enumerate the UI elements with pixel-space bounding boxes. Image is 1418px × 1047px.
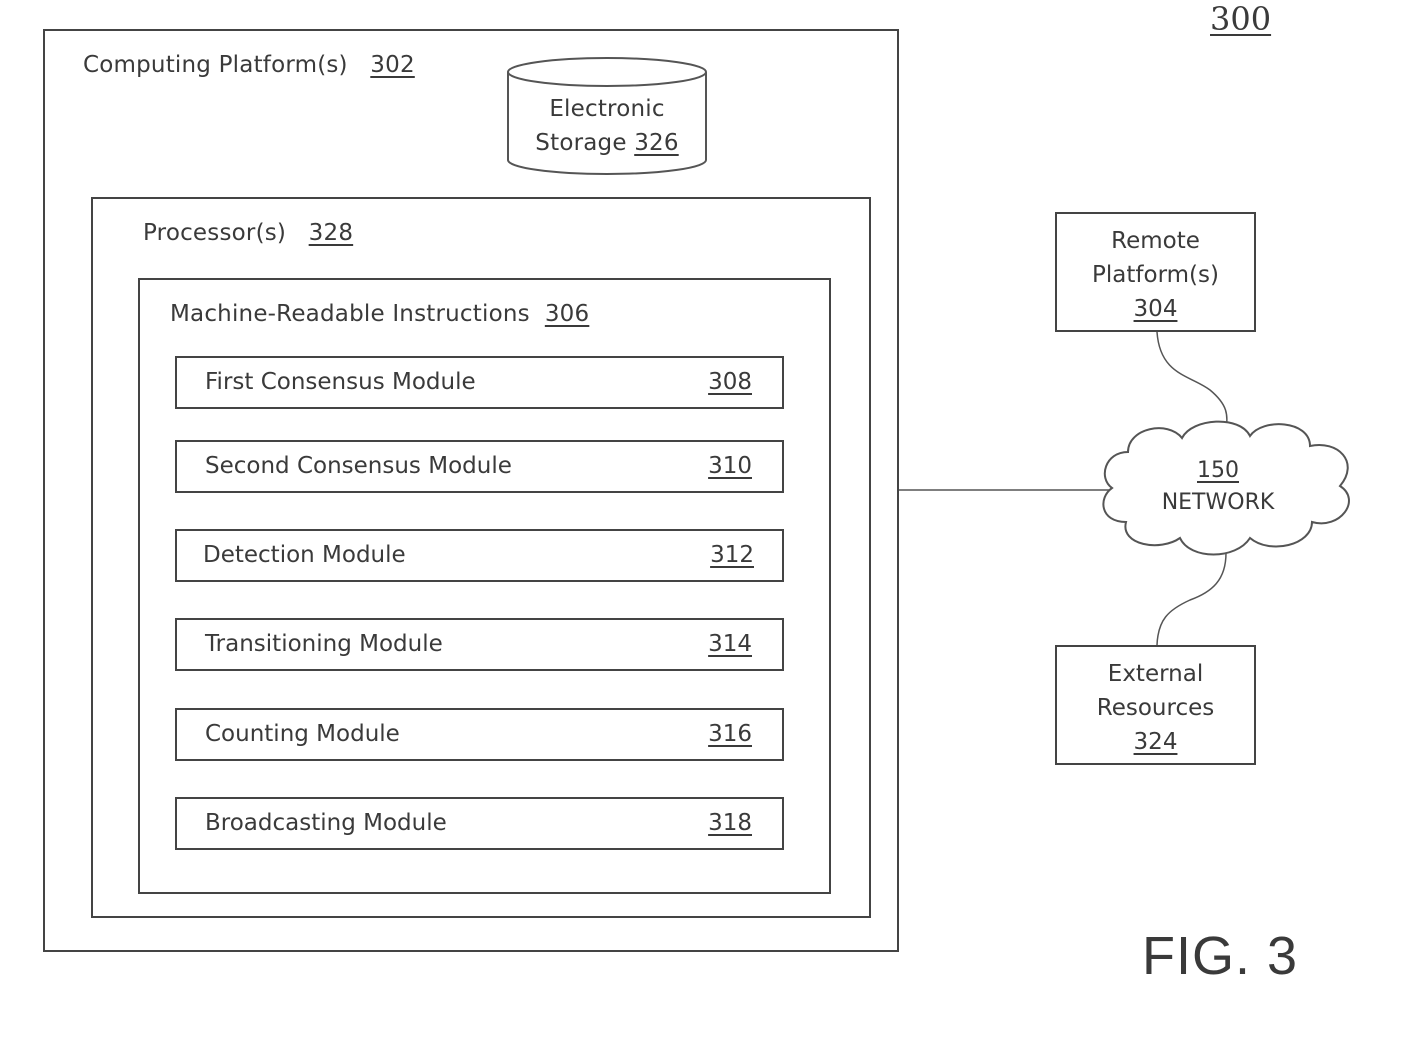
- figure-number: 300: [1210, 0, 1271, 38]
- external-resources-line1: External: [1057, 657, 1254, 691]
- module-broadcasting[interactable]: Broadcasting Module 318: [175, 797, 784, 850]
- remote-network-connector: [1157, 332, 1227, 430]
- module-ref: 314: [708, 631, 752, 657]
- network-ref: 150: [1148, 455, 1288, 487]
- network-external-connector: [1157, 553, 1226, 645]
- external-resources-box: External Resources 324: [1055, 645, 1256, 765]
- processor-title: Processor(s): [143, 220, 286, 246]
- module-ref: 308: [708, 369, 752, 395]
- electronic-storage-line2: Storage: [535, 130, 626, 156]
- module-name: Second Consensus Module: [205, 453, 512, 479]
- figure-caption: FIG. 3: [1142, 925, 1298, 987]
- instructions-title: Machine-Readable Instructions: [170, 301, 530, 327]
- module-ref: 316: [708, 721, 752, 747]
- module-ref: 312: [710, 542, 754, 568]
- remote-platform-ref: 304: [1057, 292, 1254, 326]
- remote-platform-line1: Remote: [1057, 224, 1254, 258]
- computing-platform-title: Computing Platform(s): [83, 52, 348, 78]
- module-first-consensus[interactable]: First Consensus Module 308: [175, 356, 784, 409]
- electronic-storage-label: Electronic Storage 326: [508, 92, 706, 160]
- instructions-ref: 306: [545, 301, 590, 327]
- network-title: NETWORK: [1148, 487, 1288, 519]
- network-label: 150 NETWORK: [1148, 455, 1288, 519]
- module-name: Counting Module: [205, 721, 400, 747]
- remote-platform-box: Remote Platform(s) 304: [1055, 212, 1256, 332]
- module-counting[interactable]: Counting Module 316: [175, 708, 784, 761]
- external-resources-line2: Resources: [1057, 691, 1254, 725]
- computing-platform-ref: 302: [370, 52, 415, 78]
- external-resources-ref: 324: [1057, 725, 1254, 759]
- module-name: Transitioning Module: [205, 631, 443, 657]
- electronic-storage-ref: 326: [634, 130, 679, 156]
- module-ref: 310: [708, 453, 752, 479]
- module-transitioning[interactable]: Transitioning Module 314: [175, 618, 784, 671]
- module-name: Detection Module: [203, 542, 406, 568]
- processor-ref: 328: [309, 220, 354, 246]
- remote-platform-line2: Platform(s): [1057, 258, 1254, 292]
- instructions-label: Machine-Readable Instructions 306: [170, 301, 589, 327]
- module-second-consensus[interactable]: Second Consensus Module 310: [175, 440, 784, 493]
- electronic-storage-line1: Electronic: [549, 96, 664, 122]
- module-name: First Consensus Module: [205, 369, 476, 395]
- processor-label: Processor(s) 328: [143, 220, 353, 246]
- module-name: Broadcasting Module: [205, 810, 447, 836]
- module-ref: 318: [708, 810, 752, 836]
- module-detection[interactable]: Detection Module 312: [175, 529, 784, 582]
- computing-platform-label: Computing Platform(s) 302: [83, 52, 415, 78]
